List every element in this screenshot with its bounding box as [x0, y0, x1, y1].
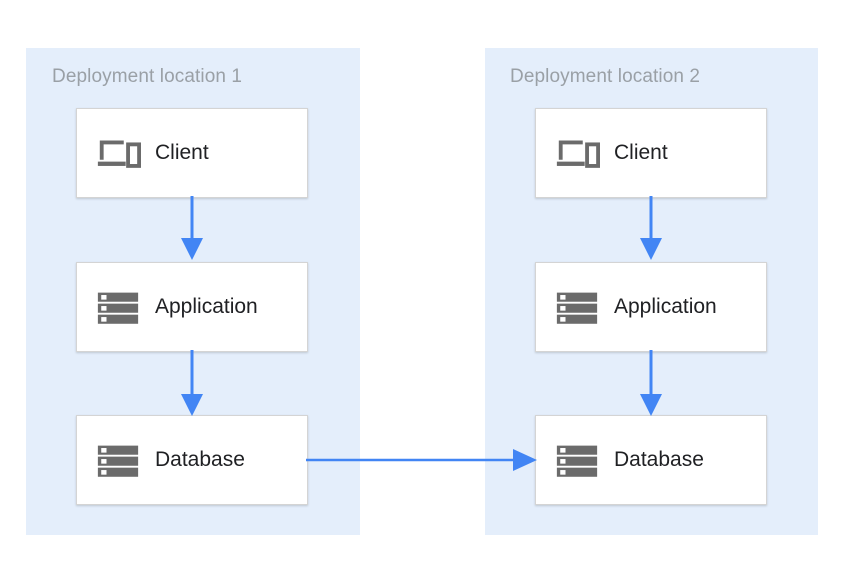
deployment-zone-1-label: Deployment location 1 [52, 66, 243, 87]
node-client-1-label: Client [155, 141, 209, 164]
connector-client2-to-application2 [640, 196, 662, 260]
connector-database1-to-database2 [306, 449, 537, 471]
node-application-1[interactable]: Application [76, 262, 308, 352]
client-devices-icon [97, 140, 141, 168]
node-client-2[interactable]: Client [535, 108, 767, 198]
node-database-1-label: Database [155, 448, 245, 471]
server-icon [97, 292, 139, 324]
node-application-2-label: Application [614, 295, 717, 318]
client-devices-icon [556, 140, 600, 168]
server-icon [556, 292, 598, 324]
server-icon [556, 445, 598, 477]
node-database-2-label: Database [614, 448, 704, 471]
node-client-1[interactable]: Client [76, 108, 308, 198]
connector-client1-to-application1 [181, 196, 203, 260]
deployment-zone-2-label: Deployment location 2 [510, 66, 701, 87]
server-icon [97, 445, 139, 477]
node-application-2[interactable]: Application [535, 262, 767, 352]
node-client-2-label: Client [614, 141, 668, 164]
node-database-2[interactable]: Database [535, 415, 767, 505]
node-database-1[interactable]: Database [76, 415, 308, 505]
node-application-1-label: Application [155, 295, 258, 318]
connector-application2-to-database2 [640, 350, 662, 416]
connector-application1-to-database1 [181, 350, 203, 416]
